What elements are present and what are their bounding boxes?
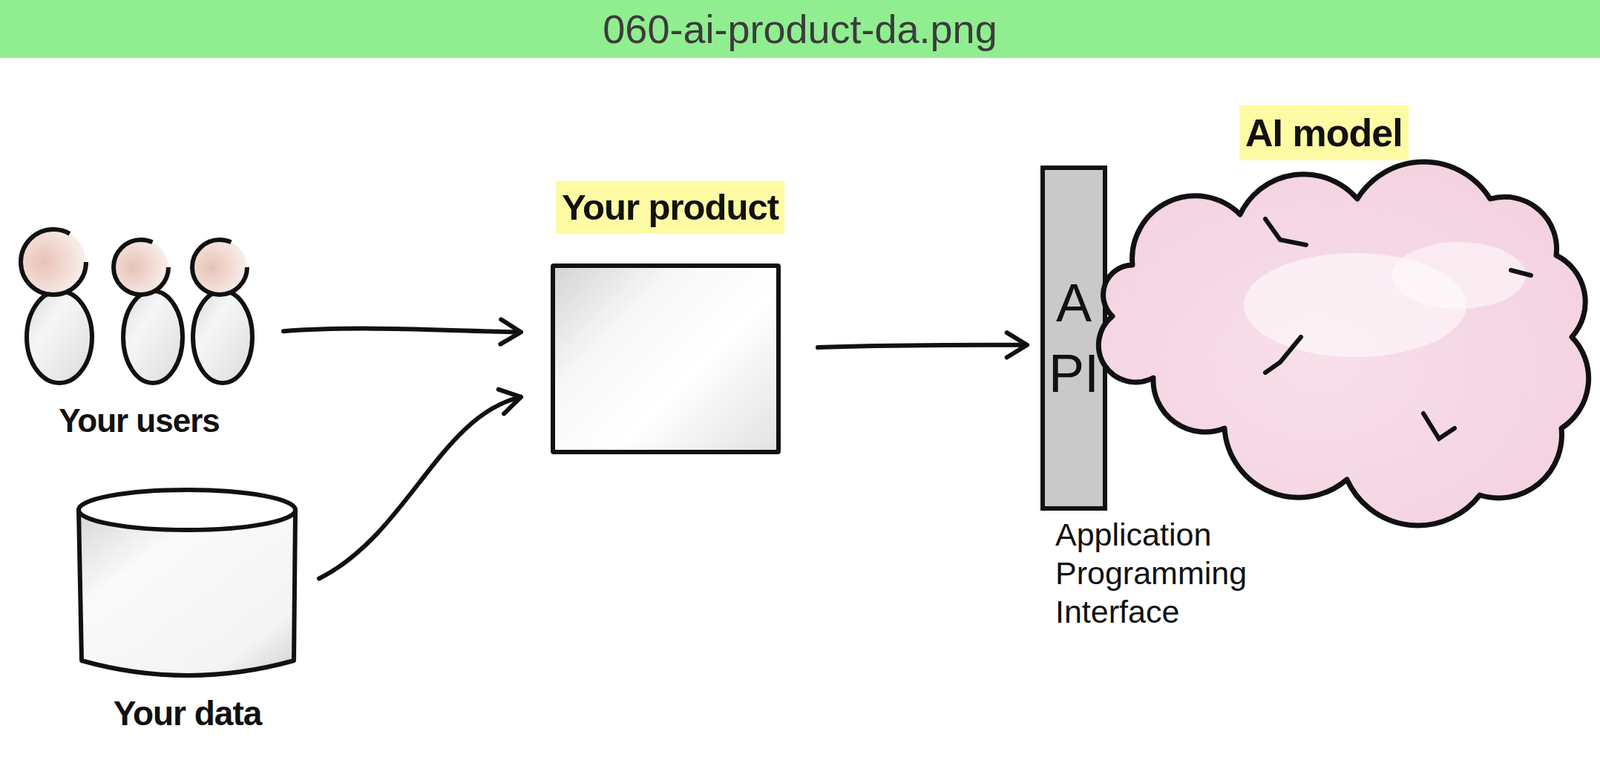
title-text: 060-ai-product-da.png [0,0,1600,58]
users-group: Your users [14,222,264,390]
data-store: Your data [74,486,301,683]
ai-model-cloud: AI model [1110,193,1577,501]
node-label: Your users [58,401,220,441]
api-letters: API [1047,267,1101,409]
title-bar: 060-ai-product-da.png [0,0,1600,58]
flow-arrow [319,389,521,579]
data-store-outline [74,486,301,683]
node-heading: AI model [1239,105,1409,161]
node-heading: Your product [555,181,785,234]
product-box: Your product [550,263,781,455]
users-group-outline [14,222,264,390]
ai-model-cloud-outline [1110,193,1577,501]
flow-arrow [283,319,521,344]
flow-arrow [817,332,1028,357]
api-description: Application Programming Interface [1055,515,1247,631]
node-label: Your data [113,693,262,734]
